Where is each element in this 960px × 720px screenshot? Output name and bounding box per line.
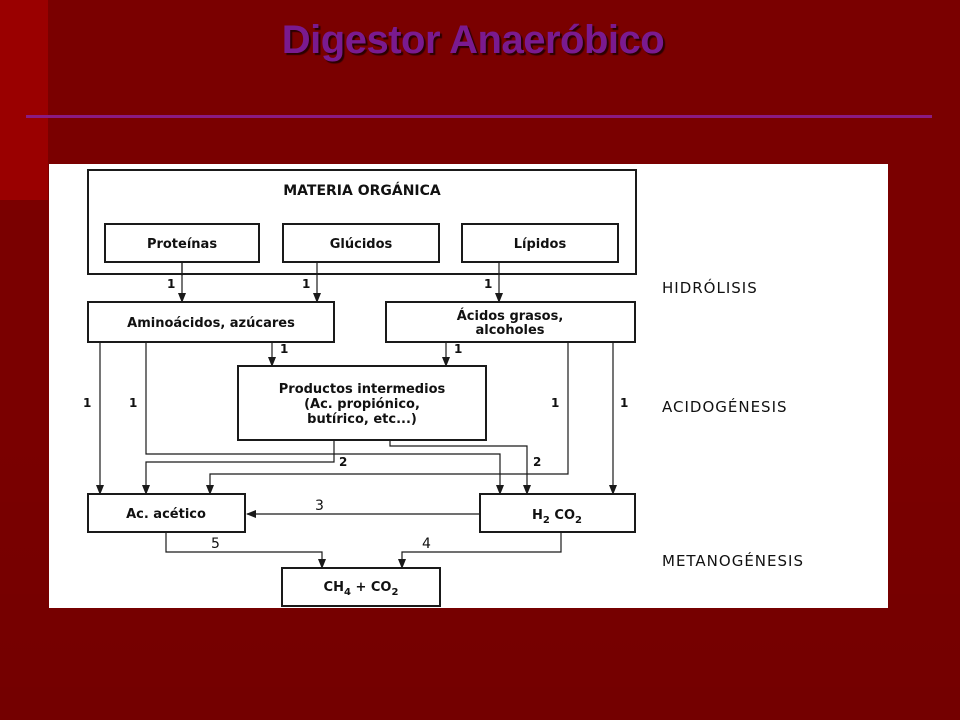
proteinas-box xyxy=(104,223,260,263)
lipidos-box xyxy=(461,223,619,263)
ch4-co2-label: CH4 + CO2 xyxy=(324,580,399,598)
h2-co2-box xyxy=(479,493,636,533)
aminoacidos-box xyxy=(87,301,335,343)
edge-label-1f: 1 xyxy=(83,396,91,410)
edge-label-1a: 1 xyxy=(167,277,175,291)
edge-label-1c: 1 xyxy=(484,277,492,291)
diagram-panel: MATERIA ORGÁNICA Proteínas Glúcidos Lípi… xyxy=(49,164,888,608)
edge-label-1e: 1 xyxy=(454,342,462,356)
edge-label-1d: 1 xyxy=(280,342,288,356)
lipidos-label: Lípidos xyxy=(514,237,567,252)
glucidos-label: Glúcidos xyxy=(330,237,393,252)
productos-label-2: (Ac. propiónico, xyxy=(304,397,420,412)
acido-acetico-label: Ac. acético xyxy=(126,507,206,522)
edge-label-1b: 1 xyxy=(302,277,310,291)
productos-label-1: Productos intermedios xyxy=(279,382,446,397)
edge-label-4: 4 xyxy=(422,536,431,552)
edge-label-2a: 2 xyxy=(339,455,347,469)
edge-label-1h: 1 xyxy=(551,396,559,410)
title-divider xyxy=(26,115,932,118)
h2-co2-label: H2 CO2 xyxy=(532,508,582,526)
edge-productos-h2co2 xyxy=(389,440,531,495)
acido-acetico-box xyxy=(87,493,246,533)
stage-hidrolisis: HIDRÓLISIS xyxy=(662,278,758,297)
acidos-grasos-label-2: alcoholes xyxy=(475,323,544,338)
edge-acetico-ch4 xyxy=(165,532,326,569)
stage-metanogenesis: METANOGÉNESIS xyxy=(662,551,804,570)
edge-h2co2-ch4 xyxy=(398,532,562,569)
acidos-grasos-box xyxy=(385,301,636,343)
slide-title: Digestor Anaeróbico xyxy=(281,18,665,62)
proteinas-label: Proteínas xyxy=(147,237,217,252)
productos-label-3: butírico, etc...) xyxy=(307,412,417,427)
edge-label-1i: 1 xyxy=(620,396,628,410)
background-panel xyxy=(0,0,48,200)
aminoacidos-label: Aminoácidos, azúcares xyxy=(127,316,295,331)
edge-label-3: 3 xyxy=(315,498,324,514)
materia-organica-label: MATERIA ORGÁNICA xyxy=(283,182,441,199)
acidos-grasos-label-1: Ácidos grasos, xyxy=(457,308,564,324)
ch4-co2-box xyxy=(281,567,441,607)
productos-intermedios-box xyxy=(237,365,487,441)
edge-acidos-acetico xyxy=(206,342,569,495)
edge-productos-acetico xyxy=(142,440,335,495)
edge-label-5: 5 xyxy=(211,536,220,552)
anaerobic-digestion-diagram: MATERIA ORGÁNICA Proteínas Glúcidos Lípi… xyxy=(83,169,804,607)
glucidos-box xyxy=(282,223,440,263)
edge-label-2b: 2 xyxy=(533,455,541,469)
edge-label-1g: 1 xyxy=(129,396,137,410)
stage-acidogenesis: ACIDOGÉNESIS xyxy=(662,397,788,416)
